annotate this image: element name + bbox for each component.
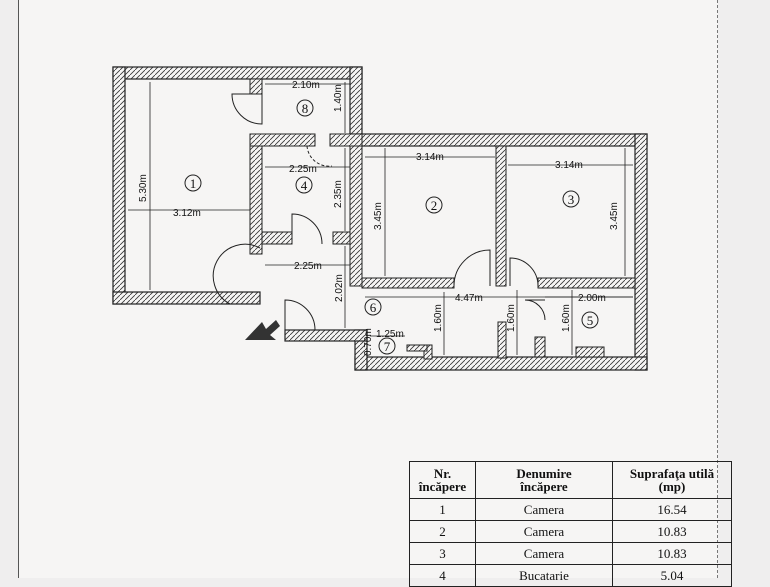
cell-name: Bucatarie [475,564,613,587]
dim-label: 2.25m [294,261,322,272]
dim-label: 5.30m [138,174,149,202]
room-marker-7 [378,337,396,355]
room-number: 8 [302,101,309,116]
dim-label: 1.40m [333,84,344,112]
room-number: 2 [431,198,438,213]
dim-label: 3.14m [416,152,444,163]
cell-name: Camera [475,498,613,521]
room-area-table-wrap: Nr. încăpere Denumire încăpere Suprafaţa… [409,461,732,587]
header-area: Suprafaţa utilă (mp) [612,461,732,499]
dim-label: 4.47m [455,293,483,304]
room-marker-8 [296,99,314,117]
dim-label: 1.60m [506,304,517,332]
room-area-table: Nr. încăpere Denumire încăpere Suprafaţa… [409,461,732,587]
dim-label: 1.25m [376,329,404,340]
table-row: 4 Bucatarie 5.04 [409,564,732,587]
header-name: Denumire încăpere [475,461,613,499]
dim-label: 2.25m [289,164,317,175]
dim-label: 0.70m [363,328,374,356]
cell-nr: 3 [409,542,476,565]
cell-area: 16.54 [612,498,732,521]
cell-name: Camera [475,542,613,565]
dim-label: 2.10m [292,80,320,91]
room-number: 4 [301,178,308,193]
room-number: 5 [587,313,594,328]
room-marker-5 [581,311,599,329]
dim-label: 3.45m [373,202,384,230]
room-numbers: 1 2 3 4 5 6 7 8 [190,101,594,354]
room-marker-2 [425,196,443,214]
dim-label: 1.60m [433,304,444,332]
cell-area: 5.04 [612,564,732,587]
dim-label: 3.14m [555,160,583,171]
dimension-labels: 2.10m 1.40m 5.30m 3.12m 2.25m 2.35m 3.14… [138,80,620,356]
table-row: 2 Camera 10.83 [409,520,732,543]
cell-nr: 2 [409,520,476,543]
room-marker-6 [364,298,382,316]
table-row: 1 Camera 16.54 [409,498,732,521]
room-number: 7 [384,339,391,354]
dim-label: 3.45m [609,202,620,230]
dim-label: 1.60m [561,304,572,332]
room-marker-1 [184,174,202,192]
room-markers [184,99,599,355]
header-nr: Nr. încăpere [409,461,476,499]
cell-name: Camera [475,520,613,543]
dim-label: 2.35m [333,180,344,208]
room-marker-3 [562,190,580,208]
room-marker-4 [295,176,313,194]
room-number: 1 [190,176,197,191]
room-number: 6 [370,300,377,315]
dim-label: 2.02m [334,274,345,302]
cell-nr: 4 [409,564,476,587]
exterior-walls [112,66,648,371]
table-header-row: Nr. încăpere Denumire încăpere Suprafaţa… [409,461,732,499]
cell-nr: 1 [409,498,476,521]
door-swings [212,93,546,331]
interior-walls [249,78,636,360]
table-row: 3 Camera 10.83 [409,542,732,565]
dim-label: 3.12m [173,208,201,219]
room-number: 3 [568,192,575,207]
cell-area: 10.83 [612,542,732,565]
entrance-arrow-icon [245,320,280,340]
dimension-lines [128,82,633,356]
dim-label: 2.00m [578,293,606,304]
cell-area: 10.83 [612,520,732,543]
